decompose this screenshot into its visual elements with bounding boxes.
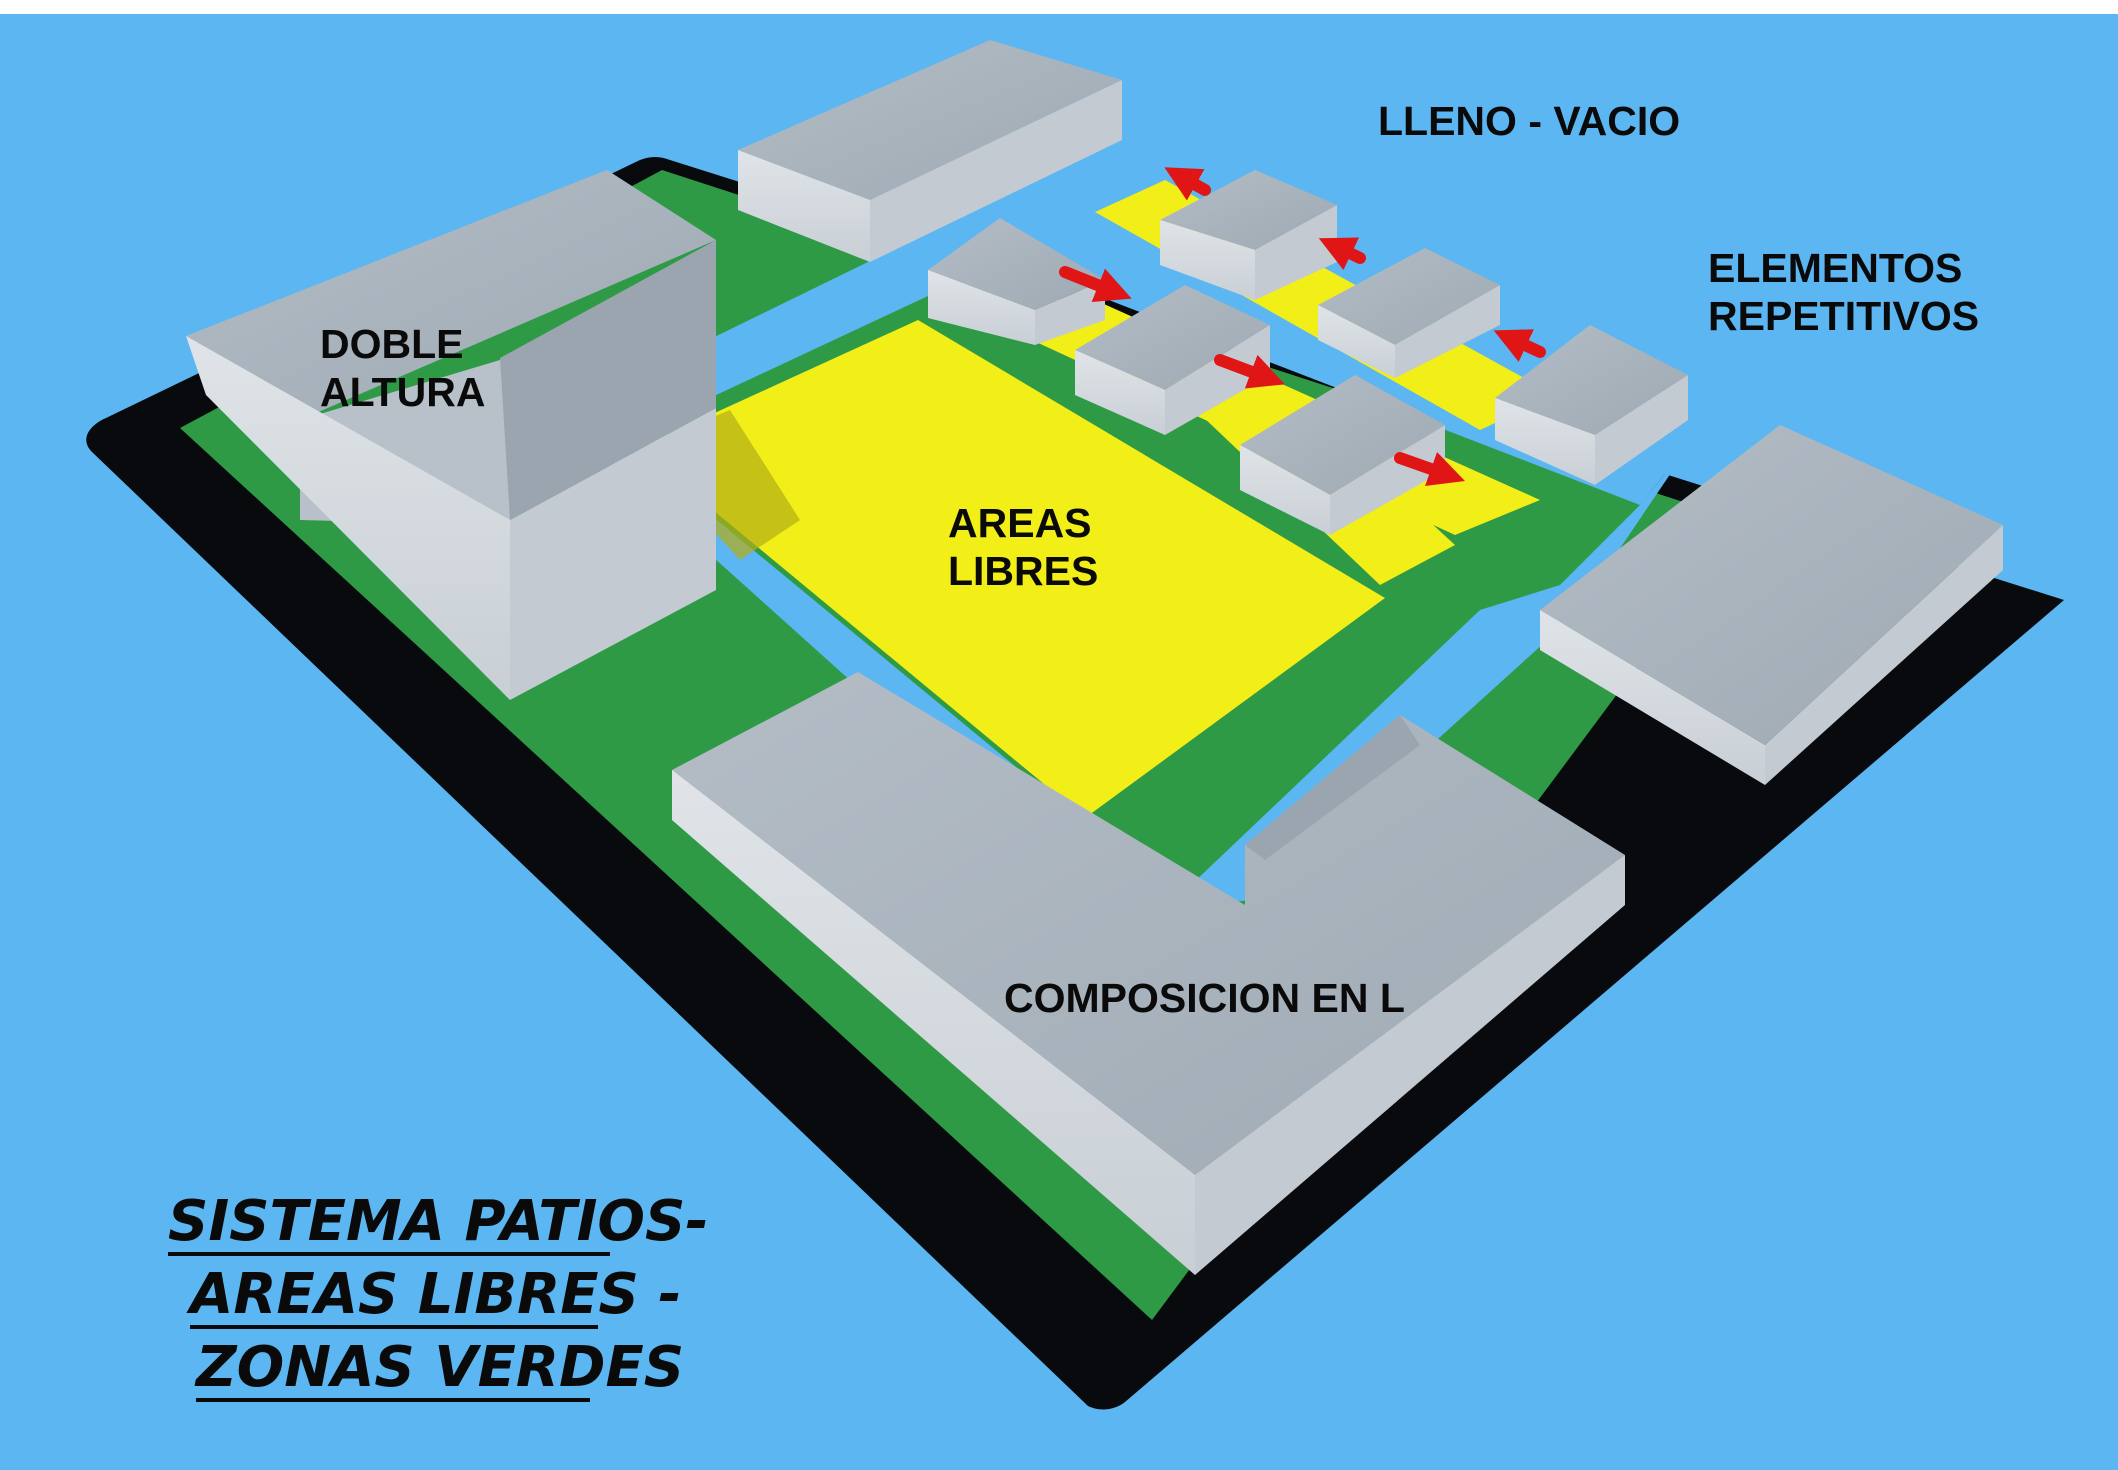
- repetitive-block-4: [1318, 248, 1500, 378]
- building-doble-altura: [186, 170, 716, 700]
- label-lleno-vacio: LLENO - VACIO: [1378, 98, 1680, 144]
- diagram-title: SISTEMA PATIOS- AREAS LIBRES - ZONAS VER…: [168, 1189, 709, 1402]
- repetitive-block-1: [928, 218, 1105, 345]
- label-composicion: COMPOSICION EN L: [1004, 975, 1405, 1021]
- repetitive-block-5: [1240, 375, 1445, 535]
- building-right: [1540, 425, 2003, 785]
- label-doble-line1: DOBLE: [320, 321, 464, 367]
- label-elementos-line1: ELEMENTOS: [1708, 245, 1962, 291]
- label-doble-line2: ALTURA: [320, 369, 485, 415]
- free-area-plaza: [638, 320, 1385, 818]
- label-areas-line1: AREAS: [948, 500, 1092, 546]
- label-areas-line2: LIBRES: [948, 548, 1098, 594]
- red-arrow-icon: [1059, 167, 1546, 486]
- title-line1: SISTEMA PATIOS-: [168, 1189, 709, 1254]
- repetitive-block-2: [1160, 170, 1337, 300]
- repetitive-block-6: [1495, 325, 1688, 485]
- walkway-right: [1170, 430, 1700, 905]
- title-line2: AREAS LIBRES -: [186, 1262, 682, 1327]
- building-top: [738, 40, 1122, 262]
- repetitive-block-3: [1075, 285, 1270, 435]
- label-elementos-line2: REPETITIVOS: [1708, 293, 1979, 339]
- title-line3: ZONAS VERDES: [194, 1335, 684, 1400]
- building-composicion-l: [672, 672, 1625, 1275]
